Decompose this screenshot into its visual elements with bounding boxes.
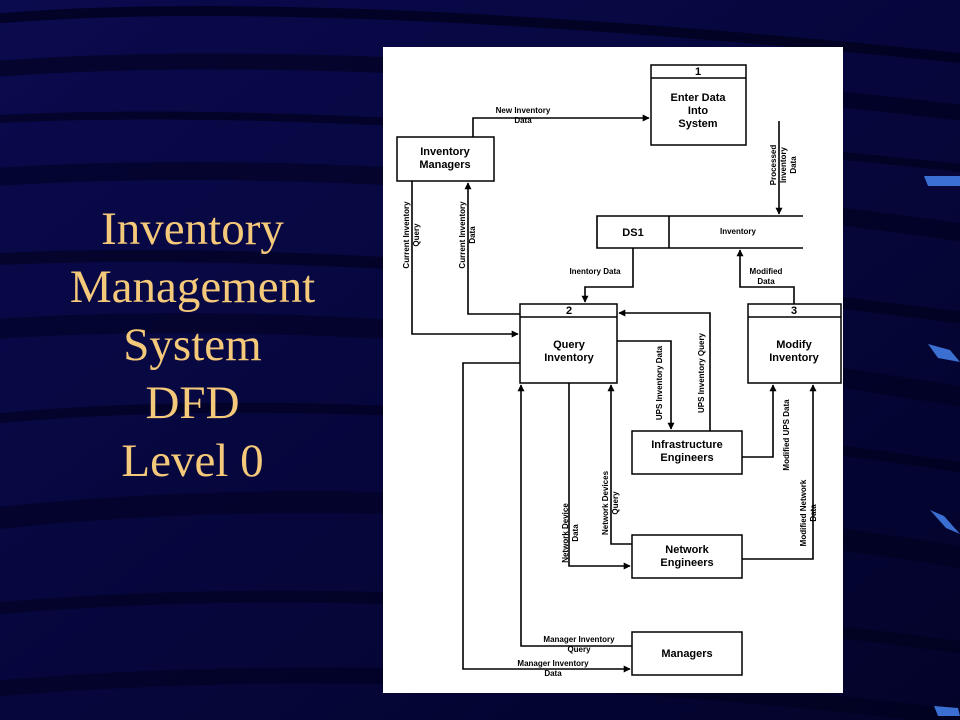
title-line: Inventory <box>101 203 284 255</box>
flow-modified-network-data <box>742 384 817 560</box>
flow-label: Data <box>789 156 798 174</box>
process-label: Inventory <box>544 352 594 364</box>
title-line: Management <box>69 261 316 313</box>
flow-label: New Inventory <box>496 106 551 115</box>
entity-network-engineers: Network Engineers <box>631 534 743 579</box>
flow-label: Modified Network <box>799 479 808 546</box>
process-label: Modify <box>776 339 812 351</box>
process-label: System <box>678 118 717 130</box>
flow-label: Inentory Data <box>569 267 621 276</box>
flow-label: Modified UPS Data <box>782 399 791 471</box>
flow-label: UPS Inventory Data <box>655 345 664 420</box>
flow-label: Processed <box>769 145 778 186</box>
flow-label: Manager Inventory <box>543 635 615 644</box>
data-store-ds1: DS1 Inventory <box>596 215 803 249</box>
data-store-name: Inventory <box>720 227 757 236</box>
flow-modified-data <box>736 249 795 304</box>
entity-label: Inventory <box>420 146 470 158</box>
title-line: System <box>123 319 262 371</box>
process-number: 3 <box>791 305 797 317</box>
data-store-id: DS1 <box>622 227 643 239</box>
flow-label: Current Inventory <box>402 201 411 269</box>
title-line: DFD <box>145 377 240 429</box>
right-edge-accent-marks <box>924 176 960 716</box>
entity-label: Engineers <box>660 557 713 569</box>
process-number: 2 <box>566 305 572 317</box>
flow-inentory-data <box>581 248 634 303</box>
flow-label: Network Devices <box>601 470 610 535</box>
flow-label: UPS Inventory Query <box>697 332 706 413</box>
flow-manager-inventory-query <box>517 384 632 647</box>
flow-network-device-data <box>568 383 631 570</box>
flow-label: Data <box>514 116 532 125</box>
process-2-query-inventory: 2 Query Inventory <box>519 303 618 384</box>
title-line: Level 0 <box>121 435 264 487</box>
process-label: Inventory <box>769 352 819 364</box>
flow-current-inventory-data <box>464 182 520 315</box>
flow-label: Data <box>544 669 562 678</box>
entity-inventory-managers: Inventory Managers <box>396 136 495 182</box>
flow-labels: New Inventory Data Processed Inventory D… <box>402 106 818 678</box>
flow-label: Query <box>611 491 620 515</box>
flow-label: Modified <box>750 267 783 276</box>
process-3-modify-inventory: 3 Modify Inventory <box>747 303 842 384</box>
flow-label: Data <box>757 277 775 286</box>
process-label: Into <box>688 105 708 117</box>
entity-label: Managers <box>419 159 470 171</box>
flow-label: Data <box>468 226 477 244</box>
flow-manager-inventory-data <box>462 362 631 673</box>
flow-label: Query <box>567 645 591 654</box>
flow-current-inventory-query <box>411 181 519 338</box>
flow-label: Data <box>809 504 818 522</box>
dfd-panel: 1 Enter Data Into System Inventory Manag… <box>383 47 843 693</box>
flow-ups-inventory-query <box>618 309 711 431</box>
flow-label: Current Inventory <box>458 201 467 269</box>
flow-label: Manager Inventory <box>517 659 589 668</box>
process-label: Query <box>553 339 586 351</box>
flow-arrows <box>411 114 817 673</box>
flow-new-inventory-data <box>472 114 650 137</box>
flow-label: Inventory <box>779 146 788 183</box>
entity-label: Engineers <box>660 452 713 464</box>
slide-title: Inventory Management System DFD Level 0 <box>30 200 355 490</box>
process-number: 1 <box>695 66 701 78</box>
process-label: Enter Data <box>670 92 726 104</box>
flow-label: Query <box>412 223 421 247</box>
process-1-enter-data: 1 Enter Data Into System <box>650 64 747 146</box>
entity-label: Managers <box>661 648 712 660</box>
flow-network-devices-query <box>607 384 632 545</box>
flow-ups-inventory-data <box>617 340 675 430</box>
entity-infrastructure-engineers: Infrastructure Engineers <box>631 430 743 475</box>
entity-label: Network <box>665 544 709 556</box>
dfd-diagram: 1 Enter Data Into System Inventory Manag… <box>396 64 842 678</box>
entity-managers: Managers <box>631 631 743 676</box>
flow-modified-ups-data <box>742 384 777 458</box>
flow-label: Network Device <box>561 503 570 563</box>
flow-label: Data <box>571 524 580 542</box>
entity-label: Infrastructure <box>651 439 723 451</box>
